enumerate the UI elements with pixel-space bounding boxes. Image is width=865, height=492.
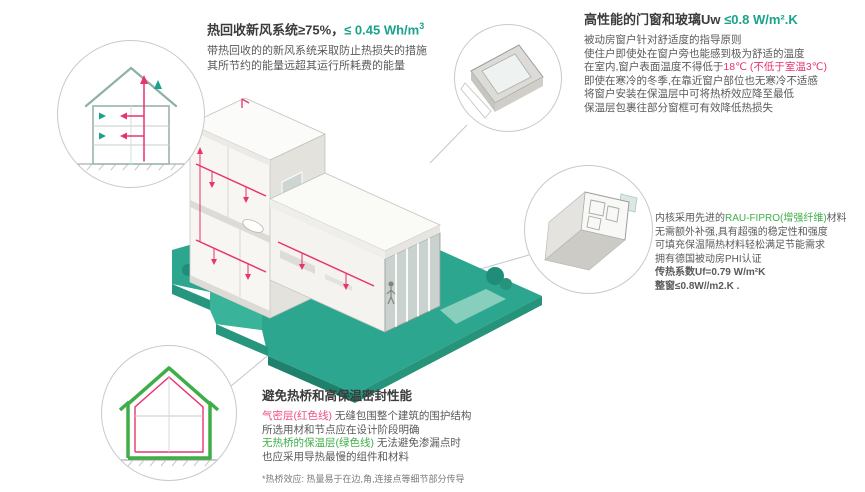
windows-title: 高性能的门窗和玻璃Uw ≤0.8 W/m².K (584, 12, 860, 28)
window-profile-icon (544, 191, 638, 271)
glass-pavilion (269, 172, 441, 333)
windows-line-2: 使住户即使处在窗户旁也能感到极为舒适的温度 (584, 47, 805, 60)
inset-ventilation-circle (57, 40, 205, 188)
windows-line-6: 保温层包裹往部分窗框可有效降低热损失 (584, 101, 773, 114)
profile-uw-value: 整窗≤0.8W//m2.K . (655, 280, 740, 292)
thermal-line-2: 所选用材和节点应在设计阶段明确 (262, 423, 420, 436)
thermal-airtight-label: 气密层(红色线) (262, 410, 332, 422)
ventilation-line-1: 带热回收的的新风系统采取防止热损失的措施 (207, 45, 427, 58)
window-corner-icon (460, 44, 544, 119)
thermal-line-3: 无热桥的保温层(绿色线) 无法避免渗漏点时 (262, 437, 572, 451)
ventilation-house-icon (73, 66, 189, 171)
profile-section: 内核采用先进的RAU-FIPRO(增强纤维)材料 无需额外补强,具有超强的稳定性… (655, 212, 865, 293)
windows-title-dark: 高性能的门窗和玻璃Uw (584, 12, 725, 27)
person-figure (386, 281, 396, 305)
ventilation-title: 热回收新风系统≥75%，≤ 0.45 Wh/m3 (207, 18, 477, 38)
windows-line-temp-note: (不低于室温3℃) (746, 61, 827, 73)
ventilation-title-sup: 3 (419, 21, 425, 31)
profile-line-1-post: 材料 (826, 213, 847, 224)
inset-window-profile-circle (524, 165, 653, 294)
thermal-insulation-label: 无热桥的保温层(绿色线) (262, 437, 374, 449)
thermal-envelope-icon (116, 366, 220, 467)
ventilation-line-2: 其所节约的能量远超其运行所耗费的能量 (207, 60, 405, 73)
windows-title-value: ≤0.8 W/m².K (724, 12, 798, 27)
windows-line-1: 被动房窗户针对舒适度的指导原则 (584, 34, 742, 46)
thermal-line-1: 气密层(红色线) 无缝包围整个建筑的围护结构 (262, 410, 572, 424)
windows-line-temp-value: 18℃ (723, 61, 747, 73)
inset-window-corner-circle (454, 24, 562, 132)
profile-line-3: 可填充保温隔热材料轻松满足节能需求 (655, 240, 825, 251)
thermal-footnote: *热桥效应: 热量易于在边,角,连接点等细节部分传导 (262, 474, 465, 484)
windows-section: 高性能的门窗和玻璃Uw ≤0.8 W/m².K 被动房窗户针对舒适度的指导原则 … (584, 12, 860, 115)
window-mullions (395, 238, 430, 327)
ventilation-title-value: ≤ 0.45 Wh/m (344, 22, 420, 38)
profile-line-2: 无需额外补强,具有超强的稳定性和强度 (655, 226, 828, 238)
profile-line-4: 拥有德国被动房PHI认证 (655, 253, 762, 265)
profile-line-1-pre: 内核采用先进的 (655, 213, 725, 224)
profile-line-1-material: RAU-FIPRO(增强纤维) (725, 213, 827, 224)
windows-line-temp: 在室内,窗户表面温度不得低于18℃ (不低于室温3℃) (584, 61, 860, 75)
ventilation-section: 热回收新风系统≥75%，≤ 0.45 Wh/m3 带热回收的的新风系统采取防止热… (207, 18, 477, 74)
windows-line-5: 将窗户安装在保温层中可将热桥效应降至最低 (584, 88, 794, 100)
thermal-line-1-rest: 无缝包围整个建筑的围护结构 (332, 410, 472, 422)
inset-thermal-envelope-circle (101, 345, 237, 481)
windows-line-temp-pre: 在室内,窗户表面温度不得低于 (584, 61, 724, 73)
profile-uf-value: 传热系数Uf=0.79 W/m²K (655, 267, 766, 278)
ventilation-title-dark: 热回收新风系统≥75%， (207, 22, 345, 38)
thermal-line-4: 也应采用导热最慢的组件和材料 (262, 450, 409, 463)
windows-line-4: 即使在寒冷的冬季,在靠近窗户部位也无寒冷不适感 (584, 74, 818, 87)
thermal-section: 避免热桥和高保温密封性能 气密层(红色线) 无缝包围整个建筑的围护结构 所选用材… (262, 388, 572, 487)
profile-line-1: 内核采用先进的RAU-FIPRO(增强纤维)材料 (655, 212, 865, 226)
ventilation-ducts (195, 147, 375, 290)
house-cutaway-illustration (172, 97, 542, 403)
thermal-line-3-rest: 无法避免渗漏点时 (374, 437, 461, 449)
thermal-title: 避免热桥和高保温密封性能 (262, 389, 413, 403)
